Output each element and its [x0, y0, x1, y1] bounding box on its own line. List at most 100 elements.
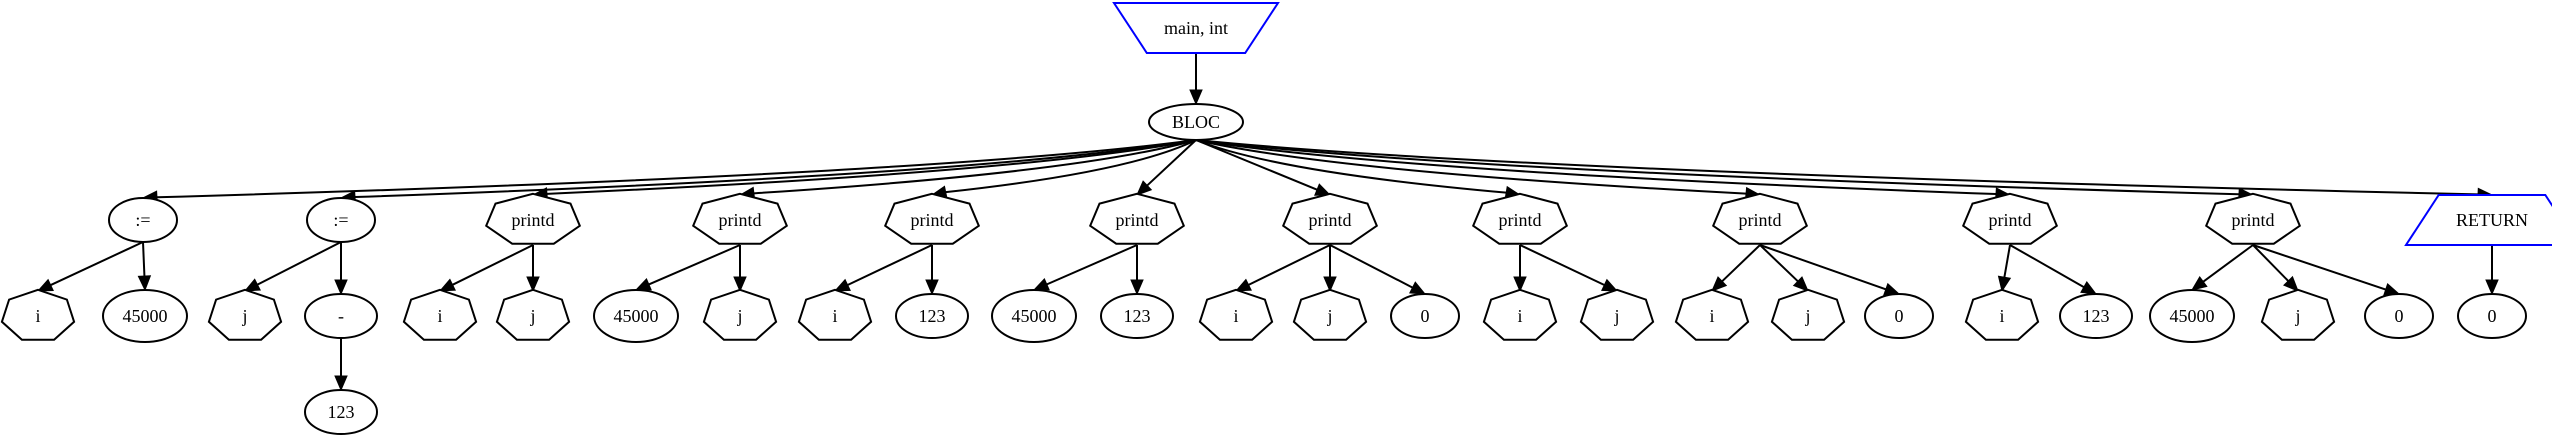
node-label: j [529, 306, 535, 326]
node-p7_i: i [1674, 288, 1750, 341]
node-ret_z: 0 [2457, 293, 2527, 339]
edge-line [945, 139, 1197, 194]
edge-p6-p6_i [1513, 245, 1527, 293]
edge-p5-p5_j [1323, 245, 1337, 293]
node-shape [402, 288, 478, 341]
node-shape [0, 288, 76, 341]
edge-arrowhead [634, 278, 652, 291]
edge-arrowhead [1323, 276, 1337, 293]
node-shape [883, 192, 981, 245]
edge-arrowhead [1792, 276, 1809, 292]
node-a1: := [108, 197, 178, 243]
edge-arrowhead [1513, 276, 1527, 293]
node-label: j [2294, 306, 2300, 326]
node-a2_neg: - [304, 293, 378, 339]
node-shape [1292, 288, 1368, 341]
node-label: 0 [2488, 306, 2497, 326]
edge-line [1195, 139, 1507, 194]
edge-line [1721, 244, 1761, 283]
node-p9_v: 45000 [2149, 289, 2235, 343]
edge-line [1248, 244, 1331, 286]
edge-arrowhead [833, 278, 851, 292]
edge-p9-p9_v [2190, 244, 2254, 291]
edge-line [1759, 244, 1799, 283]
node-label: j [1326, 306, 1332, 326]
edge-a2-a2_neg [334, 242, 348, 296]
node-shape [1964, 288, 2040, 341]
node-shape [702, 288, 778, 341]
node-p2: printd [691, 192, 789, 245]
edge-p1-p1_j [526, 245, 540, 293]
node-p6: printd [1471, 192, 1569, 245]
node-p1_i: i [402, 288, 478, 341]
node-label: printd [1739, 210, 1782, 230]
node-label: j [241, 306, 247, 326]
edge-arrowhead [1136, 180, 1153, 196]
edge-line [2252, 244, 2289, 282]
node-shape [797, 288, 873, 341]
node-p1_j: j [495, 288, 571, 341]
node-p2_v: 45000 [593, 289, 679, 343]
node-label: j [736, 306, 742, 326]
edge-arrowhead [1032, 278, 1050, 291]
edge-arrowhead [243, 278, 261, 292]
edge-line [1195, 139, 1747, 195]
edge-p5-p5_i [1234, 244, 1331, 292]
node-label: printd [1116, 210, 1159, 230]
edge-arrowhead [1130, 279, 1144, 296]
node-shape [2404, 194, 2552, 246]
node-label: printd [1499, 210, 1542, 230]
node-shape [2364, 293, 2434, 339]
node-shape [2204, 192, 2302, 245]
edge-arrowhead [526, 276, 540, 293]
node-shape [2457, 293, 2527, 339]
node-p3: printd [883, 192, 981, 245]
node-p6_j: j [1579, 288, 1655, 341]
edge-bloc-a2 [339, 139, 1197, 204]
node-p5_i: i [1198, 288, 1274, 341]
node-shape [1112, 1, 1280, 54]
node-label: i [832, 306, 837, 326]
node-p5_j: j [1292, 288, 1368, 341]
node-shape [1088, 192, 1186, 245]
node-shape [1281, 192, 1379, 245]
node-label: i [1709, 306, 1714, 326]
node-p6_i: i [1482, 288, 1558, 341]
node-shape [1770, 288, 1846, 341]
edge-line [2009, 244, 2085, 288]
node-p3_v: 123 [895, 293, 969, 339]
node-shape [991, 289, 1077, 343]
edge-arrowhead [925, 279, 939, 296]
node-shape [108, 197, 178, 243]
node-label: 0 [1421, 306, 1430, 326]
edge-arrowhead [2485, 279, 2499, 296]
edge-p4-p4_v2 [1130, 245, 1144, 296]
edge-p2-p2_j [733, 245, 747, 293]
node-shape [1148, 103, 1244, 141]
edge-p5-p5_z [1329, 244, 1427, 295]
node-p7: printd [1711, 192, 1809, 245]
node-a1_v: 45000 [102, 289, 188, 343]
edge-line [1195, 139, 2479, 196]
node-label: := [135, 210, 150, 230]
node-label: 123 [2083, 306, 2110, 326]
node-shape [1471, 192, 1569, 245]
edge-line [1195, 139, 1997, 196]
node-p1: printd [484, 192, 582, 245]
node-shape [207, 288, 283, 341]
edge-ret-ret_z [2485, 245, 2499, 296]
edge-bloc-a1 [141, 139, 1197, 204]
edge-line [546, 139, 1197, 195]
node-a2: := [306, 197, 376, 243]
edge-p6-p6_j [1519, 244, 1619, 292]
node-label: printd [719, 210, 762, 230]
node-p7_z: 0 [1864, 293, 1934, 339]
node-shape [495, 288, 571, 341]
node-shape [1198, 288, 1274, 341]
node-label: 0 [1895, 306, 1904, 326]
node-shape [1711, 192, 1809, 245]
edge-arrowhead [733, 276, 747, 293]
edge-p8-p8_v [2009, 244, 2098, 295]
edge-line [354, 139, 1197, 199]
